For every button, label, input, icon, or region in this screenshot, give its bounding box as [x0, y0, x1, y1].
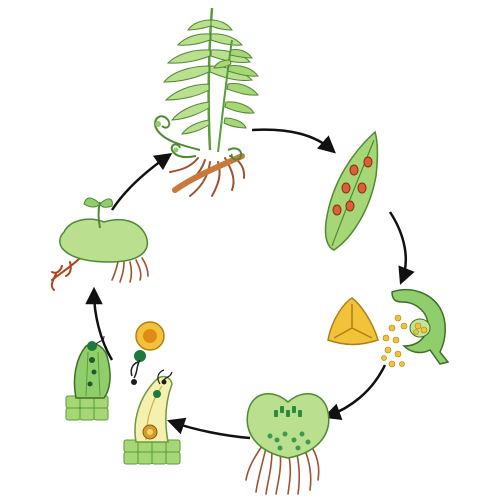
- fern-sporophyte-icon: [154, 7, 259, 197]
- gametangia-icon: [65, 321, 181, 465]
- sperm-icon: [130, 350, 146, 385]
- antheridium-icon: [65, 335, 111, 421]
- egg-cell-icon: [135, 321, 165, 351]
- spore-icon: [327, 297, 379, 346]
- cycle-arrow-3: [323, 364, 387, 421]
- young-sporophyte-icon: [50, 197, 149, 291]
- archegonium-icon: [123, 369, 181, 465]
- cycle-arrow-1: [251, 128, 336, 154]
- cycle-arrow-2: [388, 211, 415, 285]
- fern-pinna-sori-icon: [324, 130, 379, 251]
- prothallus-icon: [245, 392, 330, 495]
- cycle-arrow-6: [110, 153, 173, 211]
- cycle-arrow-5: [85, 286, 114, 361]
- cycle-arrow-4: [167, 417, 251, 440]
- sporangium-icon: [381, 288, 450, 368]
